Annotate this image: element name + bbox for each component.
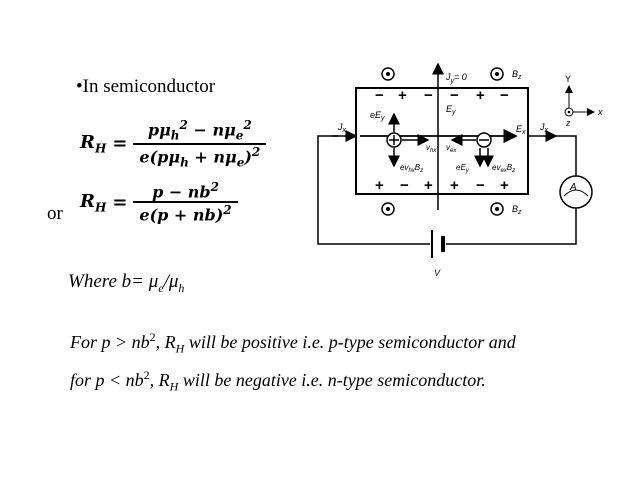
- evhx-label: evhxBz: [400, 163, 423, 174]
- bz-dot-center: [386, 72, 390, 76]
- charge-sign: −: [424, 87, 433, 104]
- fraction-bar: [133, 142, 267, 145]
- eey-label-left: eEy: [370, 110, 385, 122]
- fraction-denominator: e(pμh + nμe)2: [139, 144, 261, 170]
- circuit-wire-top-right: [552, 135, 577, 176]
- formula-fraction: pμh2 − nμe2 e(pμh + nμe)2: [133, 118, 267, 170]
- evex-label: evexBz: [492, 163, 515, 174]
- ammeter-label: A: [569, 182, 577, 193]
- charge-sign: −: [400, 177, 409, 194]
- bz-dot-symbol: [490, 202, 504, 216]
- circuit-wire-right: [446, 208, 577, 245]
- bz-dot-center: [386, 207, 390, 211]
- where-definition: Where b= μe/μh: [68, 271, 185, 295]
- ey-label: Ey: [446, 104, 456, 116]
- conclusion-paragraph: For p > nb2, RH will be positive i.e. p-…: [70, 324, 516, 399]
- charge-sign: +: [375, 177, 384, 194]
- jx-label-left: Jx: [337, 122, 347, 134]
- ammeter-symbol: [559, 175, 593, 209]
- charge-sign: −: [375, 87, 384, 104]
- charge-sign: +: [500, 177, 509, 194]
- axis-y-label: Y: [565, 74, 571, 84]
- charge-sign: +: [398, 87, 407, 104]
- bz-dot-center: [495, 72, 499, 76]
- jx-label-right: Jx: [539, 122, 549, 134]
- axis-z-label: z: [565, 118, 571, 128]
- fraction-bar: [133, 201, 238, 204]
- ex-label: Ex: [516, 124, 526, 136]
- fraction-denominator: e(p + nb)2: [139, 203, 232, 225]
- vhx-label: vhx: [426, 143, 437, 154]
- voltage-label: V: [434, 268, 441, 278]
- fraction-numerator: pμh2 − nμe2: [147, 118, 252, 143]
- eey-label-right: eEy: [456, 163, 470, 174]
- bullet-heading: •In semiconductor: [76, 76, 216, 97]
- or-label: or: [47, 203, 63, 224]
- equals-sign: =: [112, 133, 128, 155]
- formula-lhs: RH: [80, 190, 107, 215]
- charge-sign: −: [500, 87, 509, 104]
- bz-dot-symbol: [490, 67, 504, 81]
- formula-lhs: RH: [80, 131, 107, 156]
- vex-label: vex: [446, 143, 457, 154]
- conclusion-line-2: for p < nb2, RH will be negative i.e. n-…: [70, 367, 486, 394]
- fraction-numerator: p − nb2: [152, 180, 219, 202]
- jy-label: Jy= 0: [445, 72, 467, 85]
- circuit-wire-left: [317, 135, 430, 245]
- conclusion-line-1: For p > nb2, RH will be positive i.e. p-…: [70, 330, 516, 356]
- formula-fraction: p − nb2 e(p + nb)2: [133, 180, 238, 225]
- equals-sign: =: [112, 191, 128, 213]
- charge-sign: −: [476, 177, 485, 194]
- top-charge-row: − + − − + −: [375, 87, 509, 104]
- axis-x-label: x: [597, 107, 603, 117]
- charge-sign: +: [476, 87, 485, 104]
- bz-dot-symbol: [381, 67, 395, 81]
- charge-sign: +: [450, 177, 459, 194]
- bottom-charge-row: + − + + − +: [375, 177, 509, 194]
- axis-z-dot: [567, 110, 571, 114]
- charge-sign: −: [450, 87, 459, 104]
- bz-dot-symbol: [381, 202, 395, 216]
- hall-coefficient-formula-b: RH = p − nb2 e(p + nb)2: [80, 180, 238, 225]
- bz-label-top: Bz: [512, 69, 522, 81]
- ammeter-scale: [563, 189, 589, 197]
- bz-label-bottom: Bz: [512, 204, 522, 216]
- bz-dot-center: [495, 207, 499, 211]
- charge-sign: +: [424, 177, 433, 194]
- hall-coefficient-formula: RH = pμh2 − nμe2 e(pμh + nμe)2: [80, 118, 267, 170]
